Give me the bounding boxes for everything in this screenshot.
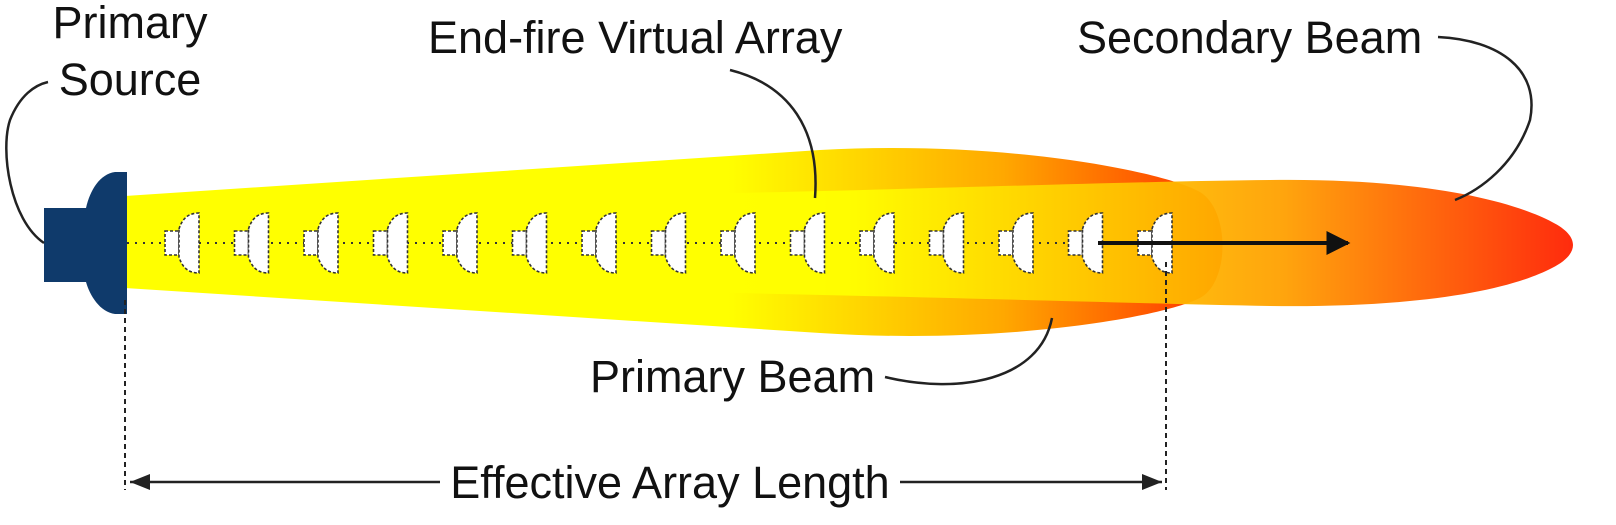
virtual-array-element	[233, 212, 270, 274]
virtual-array-element	[511, 212, 548, 274]
virtual-array-label: End-fire Virtual Array	[428, 12, 843, 63]
primary-source	[44, 172, 127, 314]
virtual-array-leader	[729, 68, 817, 199]
primary-beam-label: Primary Beam	[590, 351, 875, 402]
virtual-array-element	[789, 212, 826, 274]
virtual-array-element	[1067, 212, 1104, 274]
effective-length-label: Effective Array Length	[450, 457, 889, 508]
virtual-array-element	[303, 212, 339, 274]
virtual-array-element	[650, 212, 687, 274]
virtual-array-element	[442, 212, 478, 274]
virtual-array-element	[859, 212, 895, 274]
virtual-array-elements	[164, 212, 1173, 274]
source-reflector	[86, 172, 127, 314]
virtual-array-element	[372, 212, 409, 274]
primary-beam-leader	[884, 317, 1054, 386]
virtual-array-element	[998, 212, 1034, 274]
primary-source-label-line1: Primary	[53, 0, 208, 48]
secondary-beam-leader	[1437, 35, 1533, 202]
primary-source-leader	[5, 80, 49, 245]
source-feed-block	[44, 208, 86, 282]
virtual-array-element	[164, 212, 200, 274]
virtual-array-element	[928, 212, 965, 274]
primary-source-label-line2: Source	[59, 54, 202, 105]
effective-length-dimension	[130, 474, 1162, 490]
virtual-array-element	[581, 212, 617, 274]
secondary-beam-label: Secondary Beam	[1077, 12, 1422, 63]
virtual-array-element	[720, 212, 756, 274]
